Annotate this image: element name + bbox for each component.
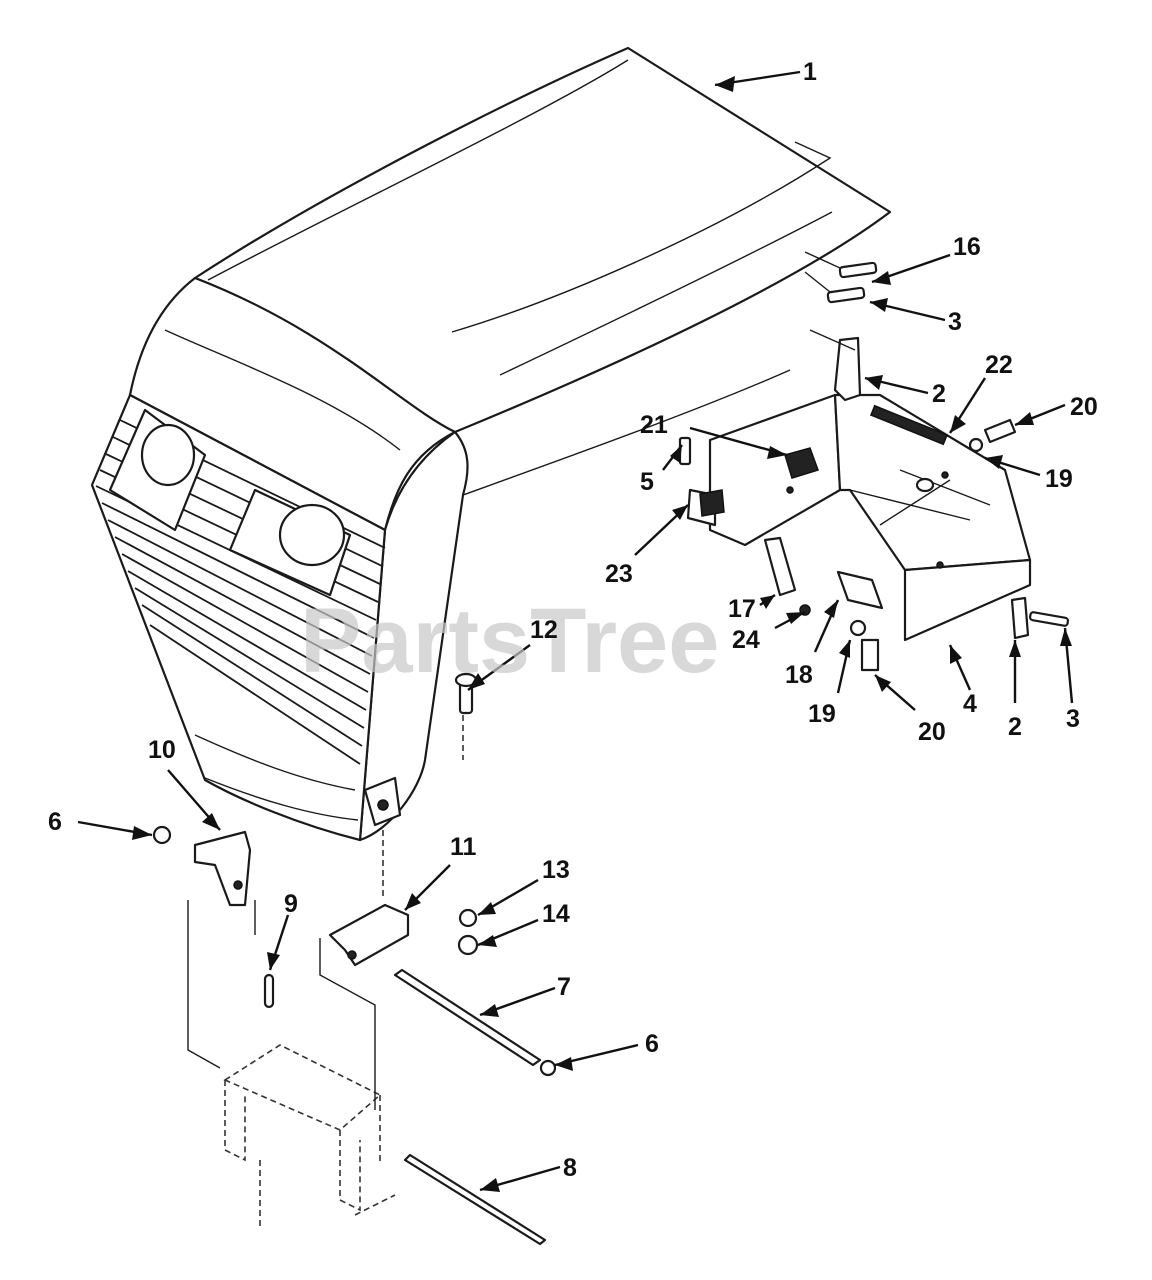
hood-front-upper (128, 276, 457, 532)
callout-12: 12 (530, 616, 558, 644)
latch-hook-upper (833, 336, 862, 402)
headlight-left (108, 408, 207, 532)
callout-1: 1 (803, 58, 817, 86)
callout-10: 10 (148, 736, 176, 764)
callout-24: 24 (732, 626, 760, 654)
headlight-right (228, 488, 352, 597)
callout-3: 3 (948, 308, 962, 336)
arrowheads (132, 76, 1072, 1192)
nut-14 (457, 934, 479, 956)
bolt-3-right (1028, 611, 1070, 627)
callout-6b: 6 (645, 1030, 659, 1058)
bracket-side-plate (708, 393, 842, 547)
callout-18: 18 (785, 661, 813, 689)
hood-skirt-line (194, 734, 356, 791)
clip-right (1010, 596, 1030, 640)
washer-right (968, 437, 984, 453)
hood-crease (207, 59, 629, 281)
hinge-bracket-assembly (686, 393, 1032, 642)
callout-13: 13 (542, 856, 570, 884)
bracket-front-plate (903, 558, 1032, 642)
spring (699, 489, 725, 517)
callout-22: 22 (985, 351, 1013, 379)
hood-side-lower-edge (462, 369, 791, 496)
rubber-strip (869, 404, 949, 446)
washer-13 (458, 908, 478, 928)
watermark: PartsTree (300, 590, 719, 692)
callout-20: 20 (1070, 393, 1098, 421)
callout-9: 9 (284, 890, 298, 918)
callout-23: 23 (605, 560, 633, 588)
latch-plate (763, 536, 797, 597)
hood-assembly (90, 46, 892, 900)
callout-20b: 20 (918, 718, 946, 746)
callout-19b: 19 (808, 700, 836, 728)
nut-right (539, 1059, 557, 1077)
mounting-frame-dashed (223, 1044, 396, 1230)
bracket-11 (328, 903, 410, 967)
callout-2: 2 (932, 380, 946, 408)
hood-crease-3 (499, 211, 833, 376)
washer-lower (849, 619, 867, 637)
callout-labels: 1 2 2 3 3 4 5 6 6 7 8 9 10 11 12 13 14 1… (48, 58, 1098, 1182)
nut-left (152, 825, 172, 845)
callout-17: 17 (728, 595, 756, 623)
callout-16: 16 (953, 233, 981, 261)
callout-14: 14 (542, 900, 570, 928)
callout-6: 6 (48, 808, 62, 836)
callout-7: 7 (557, 973, 571, 1001)
clip (784, 447, 819, 479)
callout-5: 5 (640, 468, 654, 496)
hood-front-ridge (164, 329, 401, 451)
bolt-lower (860, 638, 880, 672)
callout-2b: 2 (1008, 713, 1022, 741)
callout-8: 8 (563, 1154, 577, 1182)
bolt-right (983, 418, 1017, 444)
callout-4: 4 (963, 690, 977, 718)
pins-upper (804, 251, 878, 304)
hinge-rod-8 (403, 1153, 547, 1246)
callout-21: 21 (640, 411, 668, 439)
callout-11: 11 (450, 833, 477, 861)
hinge-rod-7 (393, 968, 542, 1067)
hinge (836, 570, 884, 610)
cotter-pin (263, 973, 275, 1009)
bracket-10 (193, 830, 252, 907)
callout-3b: 3 (1066, 705, 1080, 733)
hood-crease-2 (451, 141, 832, 333)
screw-5 (678, 436, 692, 466)
hood-skirt-line-2 (204, 777, 359, 821)
callout-19: 19 (1045, 465, 1073, 493)
